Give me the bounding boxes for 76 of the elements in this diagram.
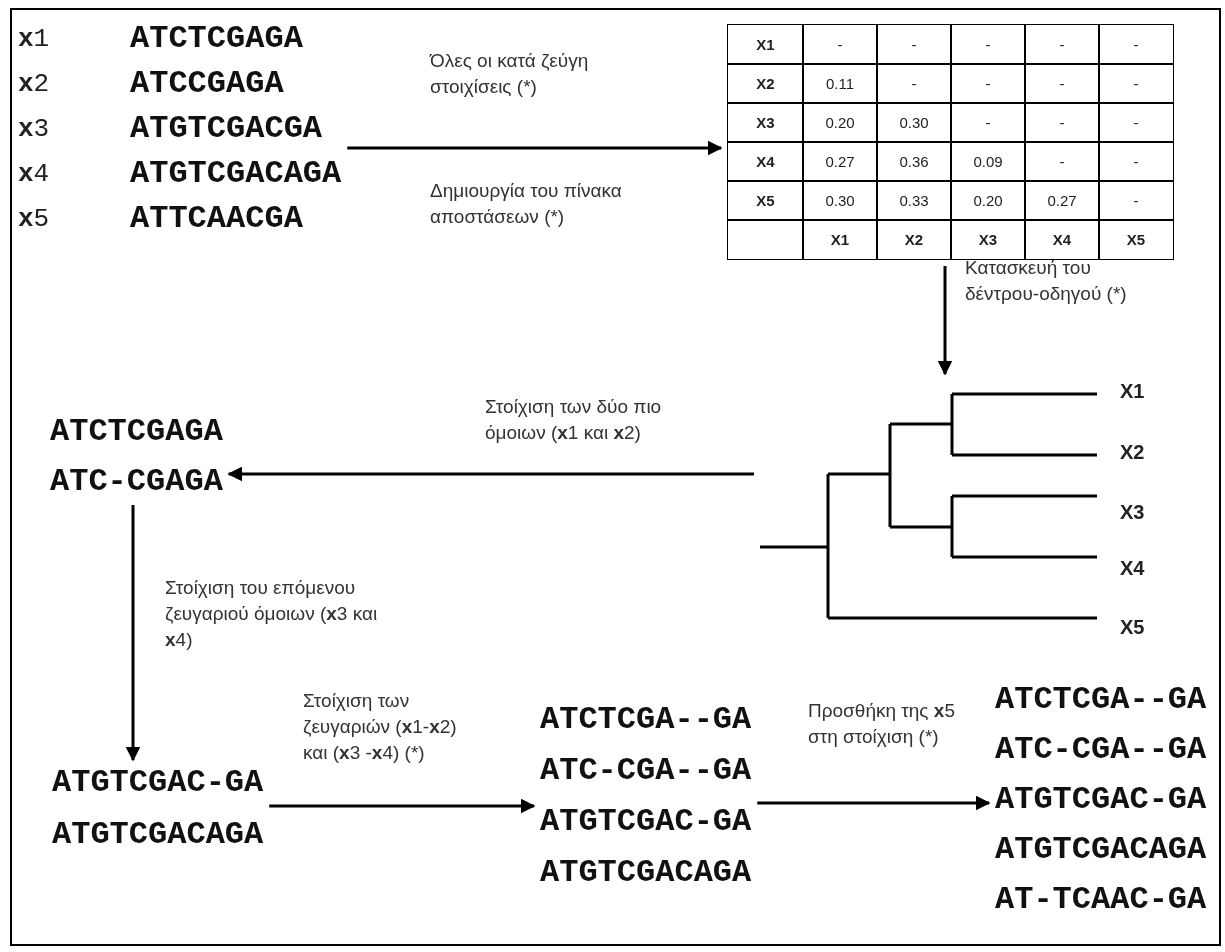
table-cell: - [1098, 102, 1174, 143]
table-cell: 0.36 [876, 141, 952, 182]
sequence: ATGTCGACAGA [130, 157, 342, 191]
edge-label: Προσθήκη της x5 στη στοίχιση (*) [808, 699, 956, 749]
arrow [937, 266, 953, 376]
table-cell: - [950, 24, 1026, 65]
sequence-name: x1 [18, 23, 51, 56]
table-cell: - [1024, 141, 1100, 182]
edge-label: Στοίχιση των δύο πιο όμοιων (x1 και x2) [485, 395, 663, 445]
table-cell: X4 [1024, 219, 1100, 260]
table-cell: 0.20 [950, 180, 1026, 221]
arrow [227, 466, 754, 482]
edge-label: Στοίχιση των ζευγαριών (x1-x2) και (x3 -x4) (*) [303, 689, 458, 765]
table-cell: - [876, 24, 952, 65]
sequence: ATCTCGAGA [50, 415, 223, 449]
leaf-label: X5 [1120, 616, 1145, 639]
sequence: ATC-CGA--GA [540, 754, 752, 788]
table-cell: X2 [727, 63, 804, 104]
table-cell: - [1098, 141, 1174, 182]
table-cell: - [950, 102, 1026, 143]
table-cell: X2 [876, 219, 952, 260]
table-cell: 0.30 [802, 180, 878, 221]
table-cell: - [1098, 180, 1174, 221]
table-cell: X3 [950, 219, 1026, 260]
sequence: ATC-CGA--GA [995, 733, 1207, 767]
table-cell: - [1024, 102, 1100, 143]
sequence: ATGTCGACGA [130, 112, 324, 146]
table-cell: 0.09 [950, 141, 1026, 182]
table-cell: - [1024, 63, 1100, 104]
table-cell: 0.27 [802, 141, 878, 182]
sequence: ATGTCGAC-GA [540, 805, 752, 839]
table-cell: - [1098, 63, 1174, 104]
sequence: ATTCAACGA [130, 202, 304, 236]
leaf-label: X4 [1120, 557, 1145, 580]
sequence: ATCTCGA--GA [540, 703, 752, 737]
table-cell: - [802, 24, 878, 65]
sequence: ATCCGAGA [130, 67, 285, 101]
table-cell: 0.11 [802, 63, 878, 104]
leaf-label: X3 [1120, 501, 1145, 524]
sequence: ATCTCGAGA [130, 22, 304, 56]
sequence-name: x4 [18, 158, 51, 191]
table-cell: - [950, 63, 1026, 104]
sequence-name: x3 [18, 113, 51, 146]
table-cell: X5 [1098, 219, 1174, 260]
arrow [269, 798, 536, 814]
table-cell: X4 [727, 141, 804, 182]
arrow [347, 140, 723, 156]
sequence-name: x2 [18, 68, 51, 101]
arrow [125, 505, 141, 762]
table-cell: X3 [727, 102, 804, 143]
sequence: ATGTCGACAGA [540, 856, 752, 890]
sequence-name: x5 [18, 203, 51, 236]
arrow [757, 795, 991, 811]
sequence: ATGTCGACAGA [995, 833, 1207, 867]
table-cell: - [876, 63, 952, 104]
table-cell: 0.33 [876, 180, 952, 221]
distance-table [727, 24, 1174, 260]
table-cell: - [1024, 24, 1100, 65]
table-cell: 0.27 [1024, 180, 1100, 221]
sequence: AT-TCAAC-GA [995, 883, 1207, 917]
sequence: ATGTCGAC-GA [995, 783, 1207, 817]
sequence: ATCTCGA--GA [995, 683, 1207, 717]
sequence: ATC-CGAGA [50, 465, 223, 499]
table-cell: 0.20 [802, 102, 878, 143]
leaf-label: X1 [1120, 380, 1145, 403]
edge-label: Στοίχιση του επόμενου ζευγαριού όμοιων (x3 και x4) [165, 576, 379, 652]
table-cell: X5 [727, 180, 804, 221]
step-label: Δημιουργία του πίνακα αποστάσεων (*) [430, 179, 623, 229]
edge-label: Όλες οι κατά ζεύγη στοιχίσεις (*) [430, 49, 590, 99]
sequence: ATGTCGACAGA [52, 818, 264, 852]
sequence: ATGTCGAC-GA [52, 766, 264, 800]
table-cell: X1 [802, 219, 878, 260]
table-cell: X1 [727, 24, 804, 65]
leaf-label: X2 [1120, 441, 1145, 464]
table-cell: - [1098, 24, 1174, 65]
table-cell: 0.30 [876, 102, 952, 143]
